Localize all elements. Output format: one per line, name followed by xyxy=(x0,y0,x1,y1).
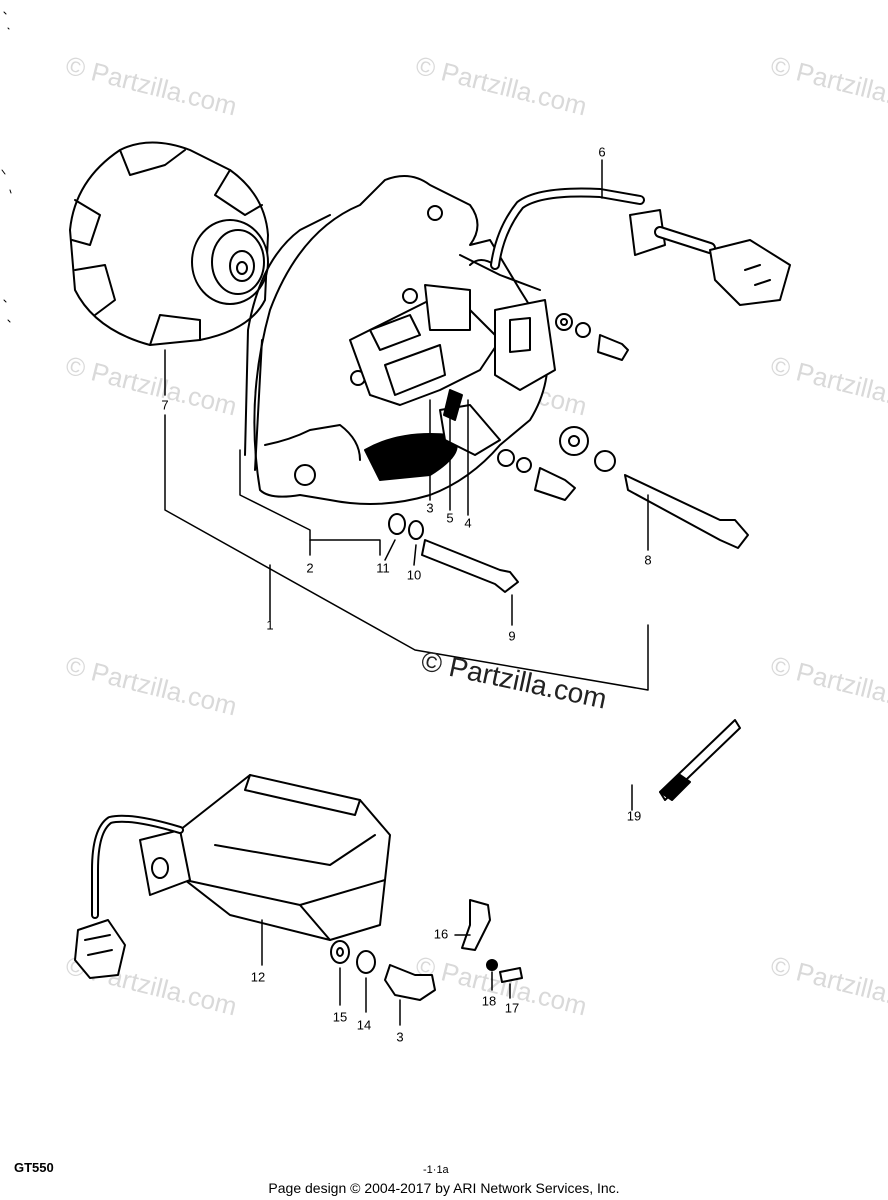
small-hardware xyxy=(331,900,522,1000)
callout-label: 11 xyxy=(376,560,390,576)
callout-label: 18 xyxy=(481,993,497,1009)
callout-label: 12 xyxy=(250,969,266,985)
callout-label: 2 xyxy=(306,560,314,576)
callout-label: 19 xyxy=(626,808,642,824)
page-number: -1·1a xyxy=(423,1164,449,1176)
stator-housing-part xyxy=(245,176,555,504)
callout-leaders-bottom xyxy=(262,920,510,1025)
washers-screws xyxy=(389,314,748,592)
callout-label: 9 xyxy=(508,628,516,644)
regulator-part xyxy=(75,775,390,978)
callout-label: 7 xyxy=(161,397,169,413)
callout-label: 1 xyxy=(266,617,274,633)
callout-label: 5 xyxy=(446,510,454,526)
scan-specks xyxy=(2,12,11,322)
callout-label: 3 xyxy=(426,500,434,516)
callout-leaders xyxy=(165,160,648,810)
page-footer: Page design © 2004-2017 by ARI Network S… xyxy=(268,1180,620,1196)
callout-label: 4 xyxy=(464,515,472,531)
callout-label: 17 xyxy=(504,1000,520,1016)
strap-part xyxy=(660,720,740,800)
model-label: GT550 xyxy=(14,1160,54,1175)
callout-label: 15 xyxy=(332,1009,348,1025)
rotor-part xyxy=(70,143,268,346)
callout-label: 14 xyxy=(356,1017,372,1033)
callout-label: 16 xyxy=(433,926,449,942)
lead-wire-part xyxy=(495,193,790,306)
callout-label: 6 xyxy=(598,144,606,160)
callout-label: 10 xyxy=(406,567,422,583)
callout-label: 3 xyxy=(396,1029,404,1045)
callout-label: 8 xyxy=(644,552,652,568)
